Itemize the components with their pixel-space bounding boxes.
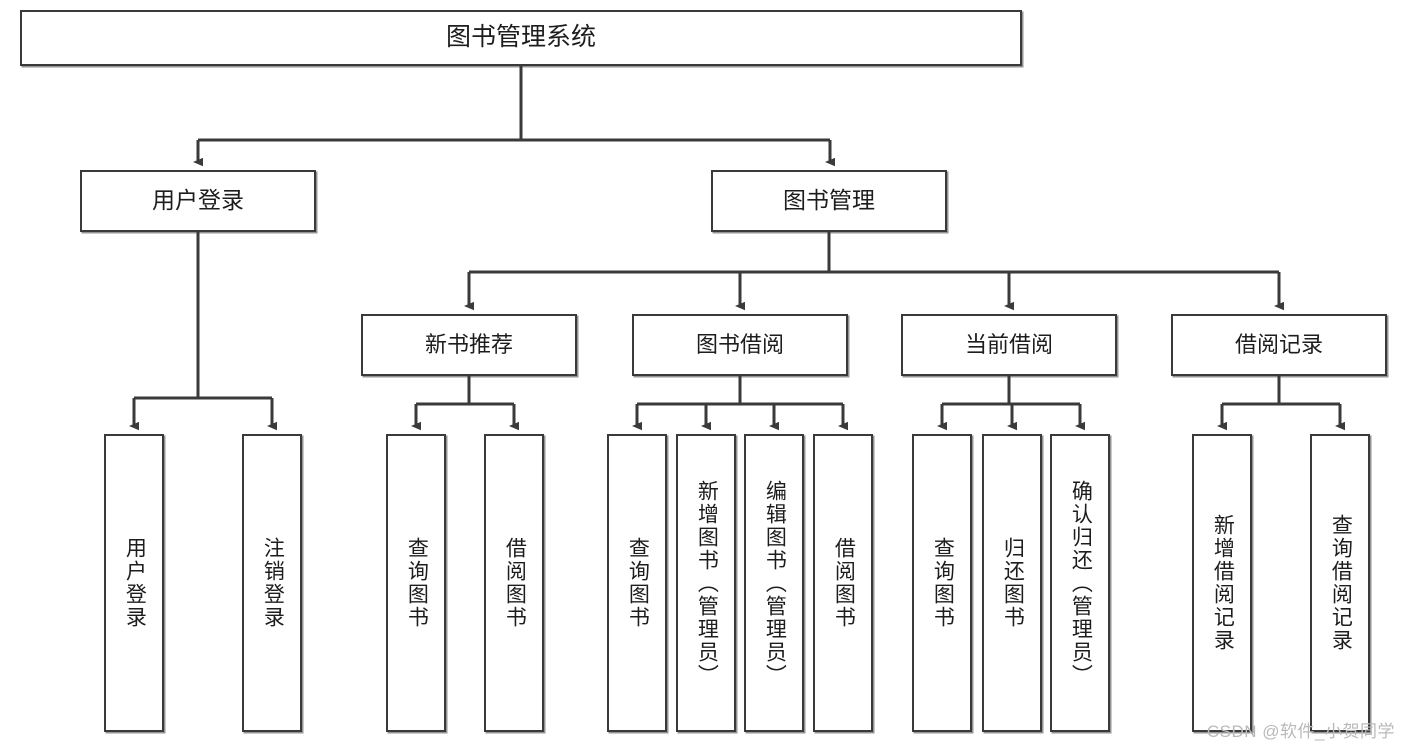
node-user-login[interactable]: 用户登录: [80, 170, 316, 232]
leaf-rec-add[interactable]: 新增借阅记录: [1192, 434, 1252, 732]
leaf-rec-query[interactable]: 查询图书: [386, 434, 446, 732]
leaf-rec-query-label: 查询图书: [405, 537, 429, 629]
node-current-borrow-label: 当前借阅: [964, 332, 1053, 358]
leaf-rec-borrow[interactable]: 借阅图书: [484, 434, 544, 732]
leaf-borrow-add[interactable]: 新增图书（管理员）: [676, 434, 736, 732]
leaf-borrow-add-label: 新增图书（管理员）: [695, 479, 719, 687]
node-current-borrow[interactable]: 当前借阅: [901, 314, 1117, 376]
leaf-user-login-label: 用户登录: [123, 537, 147, 629]
node-book-borrow[interactable]: 图书借阅: [632, 314, 848, 376]
leaf-borrow-do-label: 借阅图书: [832, 537, 856, 629]
node-new-book-rec[interactable]: 新书推荐: [361, 314, 577, 376]
watermark: CSDN @软件_小贺同学: [1206, 722, 1395, 741]
leaf-borrow-do[interactable]: 借阅图书: [813, 434, 873, 732]
node-root-label: 图书管理系统: [445, 23, 596, 52]
leaf-cur-return[interactable]: 归还图书: [982, 434, 1042, 732]
node-new-book-rec-label: 新书推荐: [424, 332, 513, 358]
node-root[interactable]: 图书管理系统: [20, 10, 1022, 66]
leaf-rec-search[interactable]: 查询借阅记录: [1310, 434, 1370, 732]
leaf-cur-query-label: 查询图书: [931, 537, 955, 629]
leaf-borrow-query-label: 查询图书: [626, 537, 650, 629]
leaf-cur-query[interactable]: 查询图书: [912, 434, 972, 732]
leaf-cur-return-label: 归还图书: [1001, 537, 1025, 629]
node-book-manage[interactable]: 图书管理: [711, 170, 947, 232]
leaf-rec-search-label: 查询借阅记录: [1329, 514, 1353, 652]
leaf-rec-add-label: 新增借阅记录: [1211, 514, 1235, 652]
node-borrow-record-label: 借阅记录: [1234, 332, 1323, 358]
leaf-rec-borrow-label: 借阅图书: [503, 537, 527, 629]
node-book-borrow-label: 图书借阅: [695, 332, 784, 358]
leaf-user-logout[interactable]: 注销登录: [242, 434, 302, 732]
leaf-borrow-query[interactable]: 查询图书: [607, 434, 667, 732]
leaf-cur-confirm-label: 确认归还（管理员）: [1069, 479, 1093, 687]
leaf-borrow-edit-label: 编辑图书（管理员）: [763, 479, 787, 687]
leaf-user-logout-label: 注销登录: [261, 537, 285, 629]
leaf-cur-confirm[interactable]: 确认归还（管理员）: [1050, 434, 1110, 732]
node-book-manage-label: 图书管理: [783, 187, 875, 214]
leaf-borrow-edit[interactable]: 编辑图书（管理员）: [744, 434, 804, 732]
node-user-login-label: 用户登录: [152, 187, 244, 214]
leaf-user-login[interactable]: 用户登录: [104, 434, 164, 732]
node-borrow-record[interactable]: 借阅记录: [1171, 314, 1387, 376]
